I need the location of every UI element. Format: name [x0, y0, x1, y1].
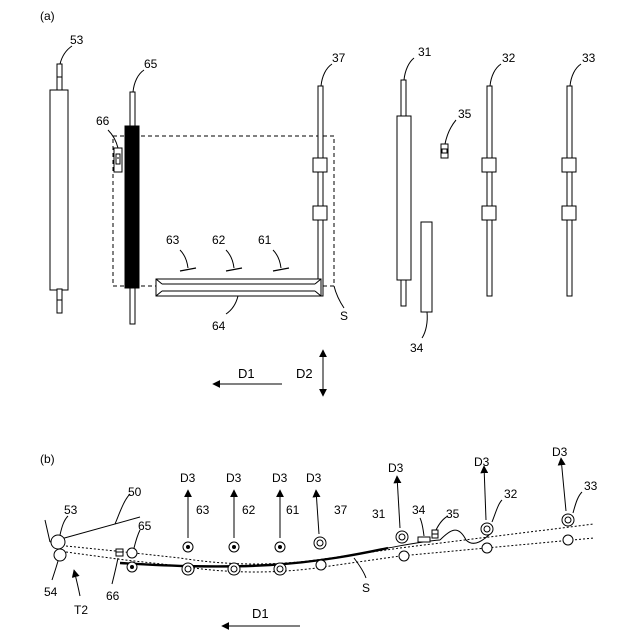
roller-63-b [182, 542, 194, 575]
plate-50-edge [45, 520, 50, 542]
member-34 [421, 222, 432, 312]
label-53-b: 53 [64, 503, 78, 517]
leader-31 [404, 58, 414, 80]
label-66-b: 66 [106, 589, 120, 603]
leader-32 [490, 64, 501, 86]
label-33: 33 [582, 51, 596, 65]
roller-65-b [127, 548, 137, 558]
arrow-D3-32 [484, 466, 486, 520]
sensor-66 [114, 148, 122, 172]
label-62-b: 62 [242, 503, 256, 517]
leader-54 [52, 561, 58, 580]
leader-37 [321, 64, 332, 86]
pad-61 [273, 268, 289, 271]
leader-53-b [60, 516, 68, 535]
label-34-b: 34 [412, 503, 426, 517]
label-D3-33: D3 [552, 445, 568, 459]
pad-62 [226, 268, 242, 271]
label-54: 54 [44, 585, 58, 599]
label-63-b: 63 [196, 503, 210, 517]
leader-66-b [112, 558, 118, 584]
label-33-b: 33 [584, 479, 598, 493]
leader-33 [570, 64, 581, 86]
guide-lower [66, 538, 594, 572]
label-D3-62: D3 [226, 471, 242, 485]
label-D2: D2 [296, 366, 313, 381]
label-61: 61 [258, 233, 272, 247]
label-50: 50 [128, 485, 142, 499]
arrow-T2 [74, 570, 80, 596]
arrow-D3-33 [561, 458, 566, 511]
roller-65 [125, 92, 139, 324]
leader-65 [133, 70, 144, 92]
label-62: 62 [212, 233, 226, 247]
panel-b: (b) 50 53 54 T2 S 66 [40, 445, 598, 626]
leader-61 [273, 250, 281, 268]
roller-31 [397, 80, 411, 306]
sensor-66-b [116, 549, 123, 556]
label-66: 66 [96, 114, 110, 128]
roller-54 [54, 549, 66, 561]
label-63: 63 [166, 233, 180, 247]
panel-b-caption: (b) [40, 452, 55, 466]
label-S: S [340, 309, 348, 323]
roller-37 [313, 86, 327, 296]
roller-33 [562, 86, 576, 296]
label-32-b: 32 [504, 487, 518, 501]
leader-63 [180, 250, 188, 268]
sheet-S-outline [113, 136, 334, 286]
label-35: 35 [458, 107, 472, 121]
label-37-b: 37 [334, 503, 348, 517]
label-D3-63: D3 [180, 471, 196, 485]
label-61-b: 61 [286, 503, 300, 517]
leader-53 [60, 46, 72, 64]
label-64: 64 [212, 319, 226, 333]
label-D3-37: D3 [306, 471, 322, 485]
label-T2: T2 [74, 603, 88, 617]
leader-S [334, 286, 344, 308]
leader-62 [226, 250, 234, 268]
sensor-35-b [432, 530, 438, 538]
arrow-D3-37 [316, 490, 319, 534]
sensor-35 [441, 144, 448, 158]
roller-37-b [314, 537, 326, 570]
label-31: 31 [418, 45, 432, 59]
leader-34 [422, 312, 427, 338]
label-D3-32: D3 [474, 455, 490, 469]
label-D3-61: D3 [272, 471, 288, 485]
panel-a: (a) 53 65 66 S [40, 9, 596, 396]
label-D1: D1 [238, 366, 255, 381]
label-65-b: 65 [138, 519, 152, 533]
member-34-b [418, 537, 430, 542]
label-35-b: 35 [446, 507, 460, 521]
label-D1-b: D1 [252, 606, 269, 621]
leader-33-b [573, 492, 582, 513]
roller-61-b [274, 542, 286, 575]
roller-53 [50, 64, 68, 313]
label-S-b: S [362, 581, 370, 595]
pad-63 [180, 268, 196, 271]
roller-62-b [228, 542, 240, 575]
roller-33-b [562, 514, 574, 545]
roller-32 [482, 86, 496, 296]
roller-65-b-lower-hub [130, 565, 134, 569]
label-53: 53 [70, 33, 84, 47]
label-65: 65 [144, 57, 158, 71]
panel-a-caption: (a) [40, 9, 55, 23]
label-D3-31: D3 [388, 461, 404, 475]
arrow-D3-31 [397, 476, 400, 528]
roller-32-b [481, 523, 493, 553]
leader-32-b [492, 500, 502, 522]
leader-35 [445, 120, 456, 144]
label-31-b: 31 [372, 507, 386, 521]
label-34: 34 [410, 341, 424, 355]
leader-34-b [420, 518, 424, 536]
roller-53-b [51, 535, 65, 549]
label-32: 32 [502, 51, 516, 65]
leader-64 [226, 296, 238, 314]
label-37: 37 [332, 51, 346, 65]
bar-64 [156, 279, 321, 296]
